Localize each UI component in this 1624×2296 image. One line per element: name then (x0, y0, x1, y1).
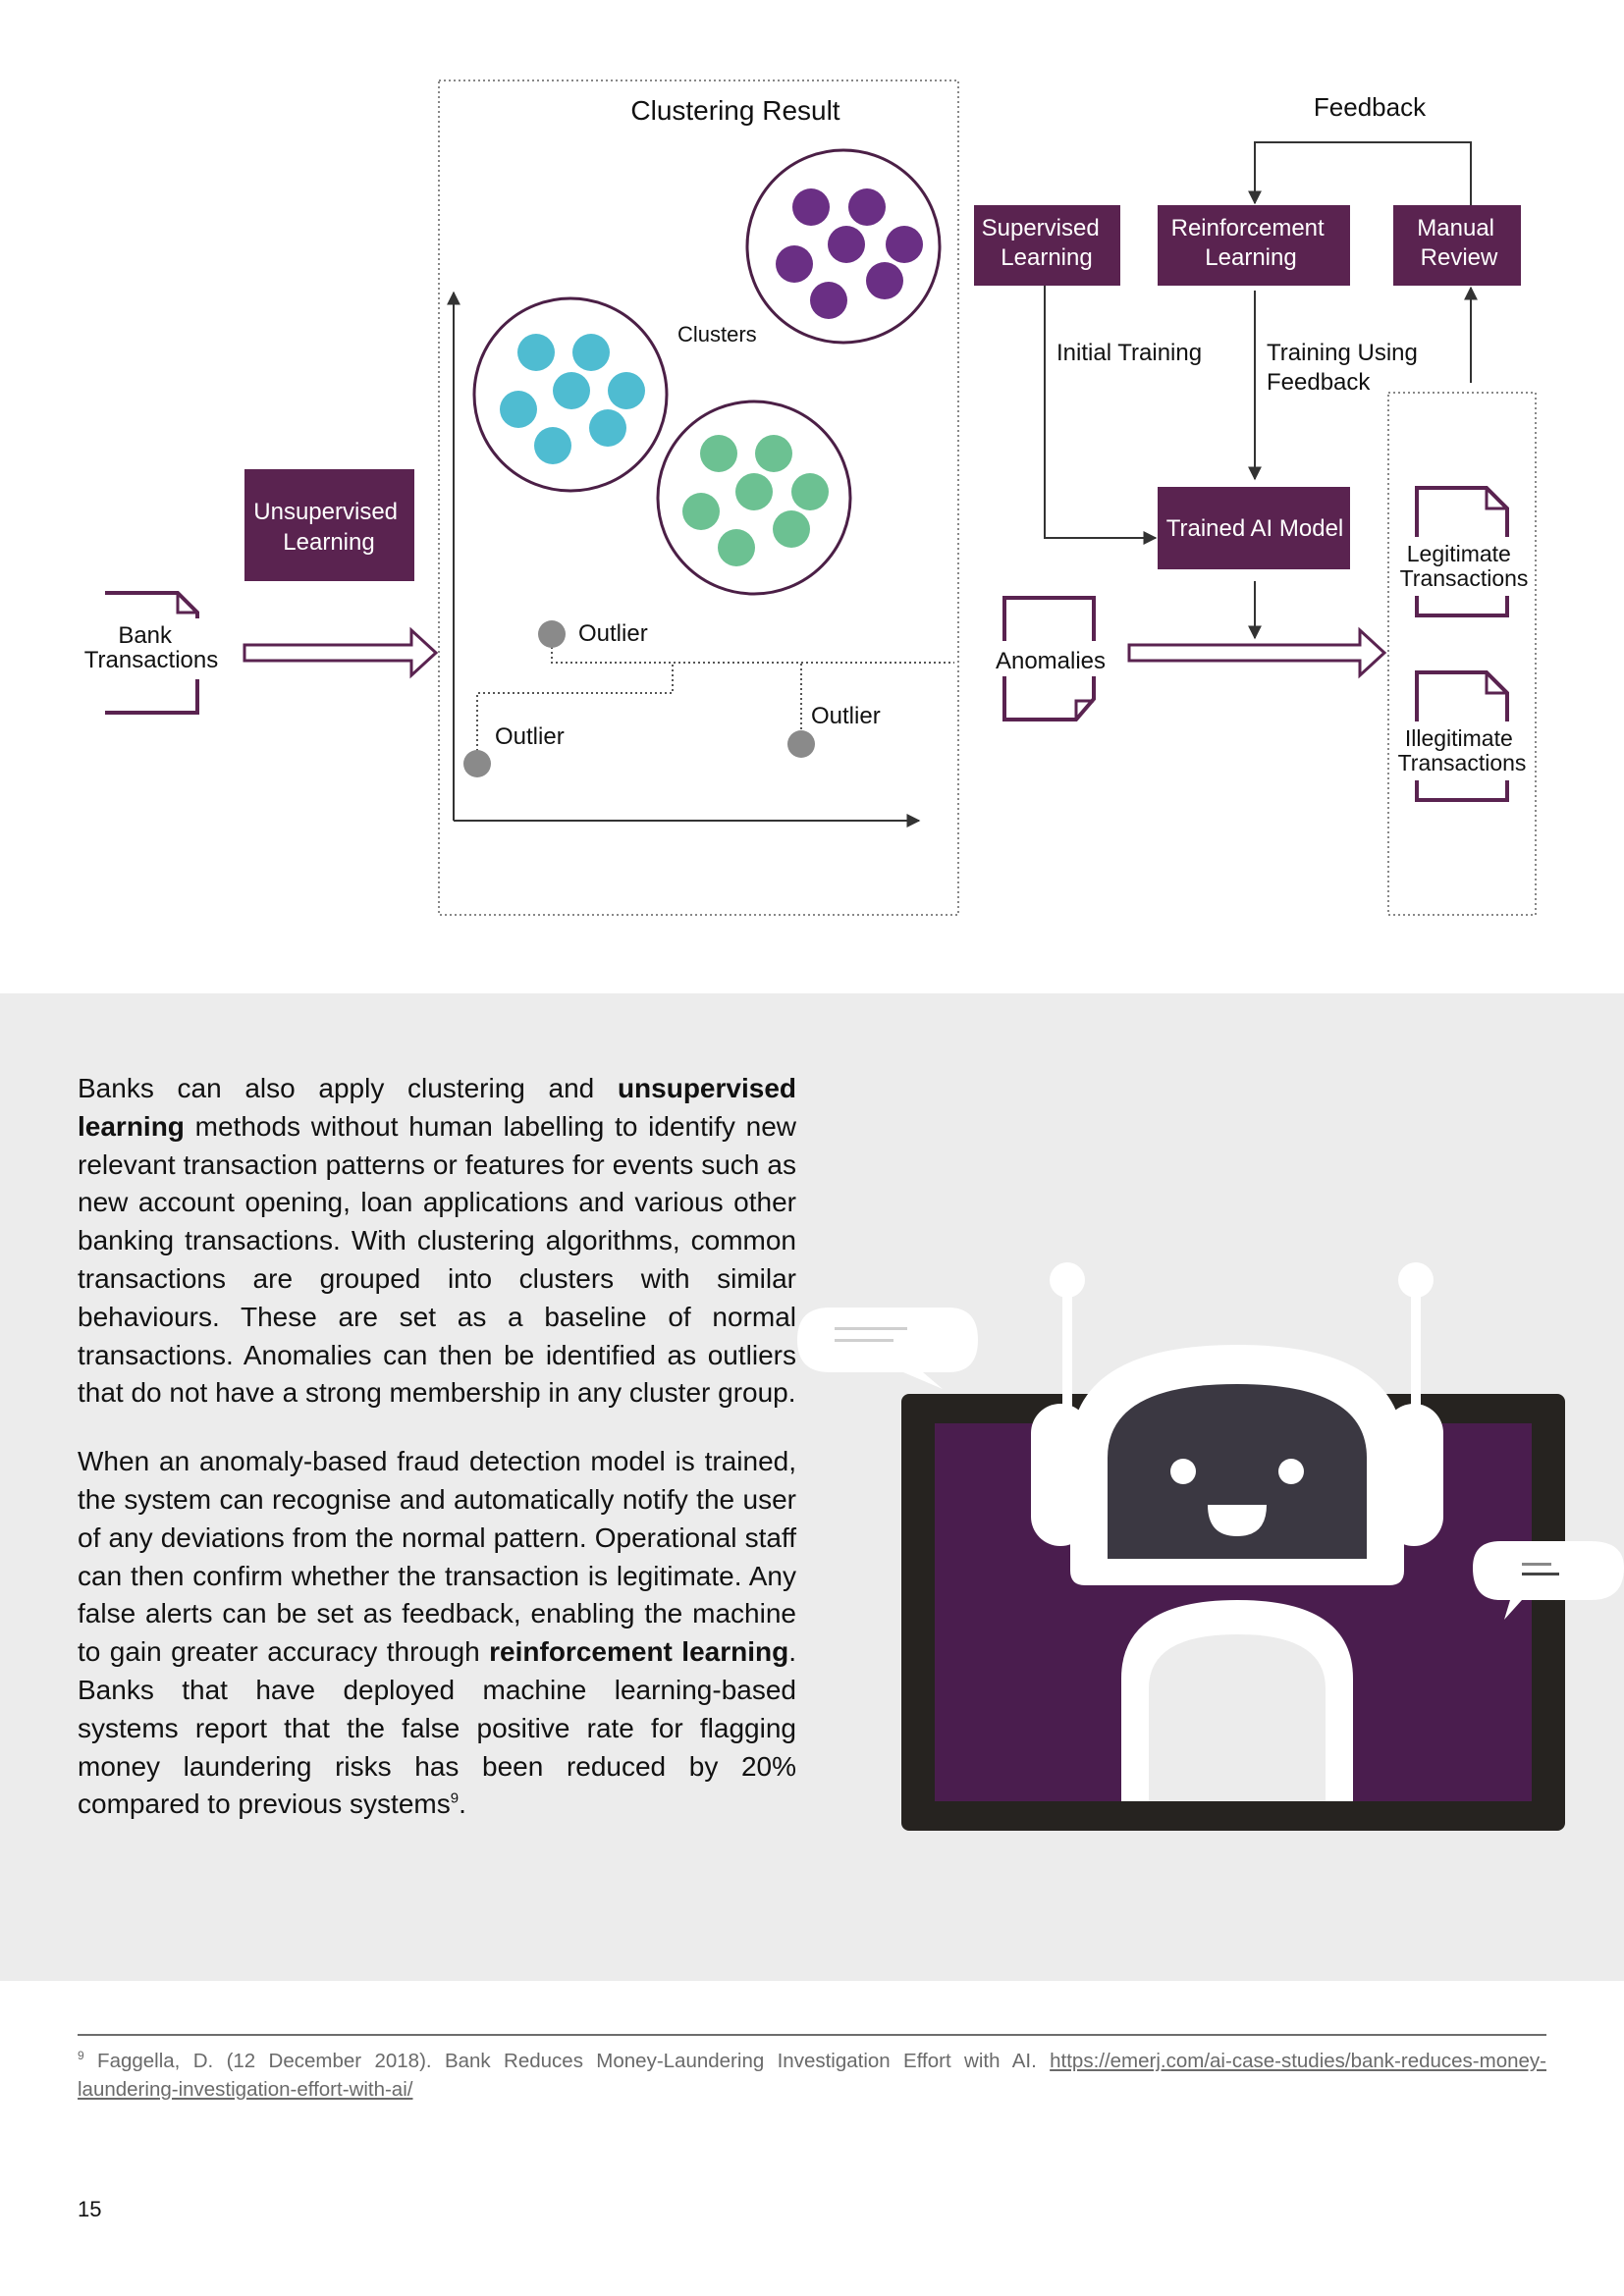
feedback-arrow (1248, 141, 1472, 205)
anomalies-document-icon (1002, 596, 1096, 721)
output-arrow (1127, 626, 1387, 679)
initial-training-label: Initial Training (1056, 340, 1202, 366)
paragraph-unsupervised: Banks can also apply clustering and unsu… (78, 1073, 796, 1409)
outputs-frame (1387, 392, 1537, 916)
bank-transactions-label: Bank Transactions (84, 622, 219, 673)
robot-icon (1031, 1262, 1443, 1801)
outlier-connectors (476, 647, 954, 751)
speech-bubble-icon (1473, 1541, 1624, 1620)
robot-face (1108, 1384, 1367, 1559)
manual-review-label: Manual Review (1417, 215, 1500, 271)
footnote-link[interactable]: https://emerj.com/ai-case-studies/bank-r… (78, 2050, 1546, 2101)
manual-review-box (1393, 205, 1521, 286)
unsupervised-learning-label: Unsupervised Learning (253, 499, 404, 556)
outlier-label: Outlier (811, 703, 881, 729)
footnote: 9 Faggella, D. (12 December 2018). Bank … (78, 2047, 1546, 2104)
clustering-result-title: Clustering Result (630, 95, 839, 126)
supervised-learning-box (974, 205, 1120, 286)
footnote-marker: 9 (78, 2049, 84, 2063)
outlier-label: Outlier (578, 620, 648, 647)
reinforcement-learning-label: Reinforcement Learning (1171, 215, 1331, 271)
input-arrow (243, 626, 439, 679)
footnote-reference[interactable]: 9 (450, 1790, 460, 1808)
trained-ai-model-box (1158, 487, 1350, 569)
scatter-axes (447, 291, 921, 828)
initial-training-arrow (1044, 286, 1158, 545)
ml-process-diagram: Clustering Result Clusters (69, 80, 1537, 916)
illegitimate-transactions-label: Illegitimate Transactions (1398, 725, 1527, 775)
feedback-label: Feedback (1314, 92, 1427, 122)
speech-bubble-icon (797, 1308, 978, 1389)
robot-illustration (797, 1262, 1624, 1831)
training-using-feedback-label: Training Using Feedback (1267, 340, 1425, 396)
paragraph-reinforcement: When an anomaly-based fraud detection mo… (78, 1446, 796, 1820)
footnote-text: Faggella, D. (12 December 2018). Bank Re… (83, 2050, 1051, 2072)
trained-ai-model-label: Trained AI Model (1166, 515, 1344, 542)
unsupervised-learning-box (244, 469, 414, 581)
cluster-purple (745, 148, 942, 345)
cluster-blue (472, 296, 669, 493)
clusters-label: Clusters (677, 322, 757, 347)
page-number: 15 (78, 2197, 102, 2221)
legitimate-transactions-label: Legitimate Transactions (1400, 541, 1529, 591)
footnote-divider (78, 2034, 1546, 2036)
outlier-point (463, 750, 491, 777)
body-text: Banks can also apply clustering and unsu… (78, 1070, 796, 1854)
outlier-point (538, 620, 566, 648)
reinforcement-learning-box (1158, 205, 1350, 286)
outlier-label: Outlier (495, 723, 565, 750)
cluster-green (656, 400, 852, 596)
anomalies-label: Anomalies (996, 648, 1106, 674)
outlier-point (787, 730, 815, 758)
supervised-learning-label: Supervised Learning (982, 215, 1107, 271)
